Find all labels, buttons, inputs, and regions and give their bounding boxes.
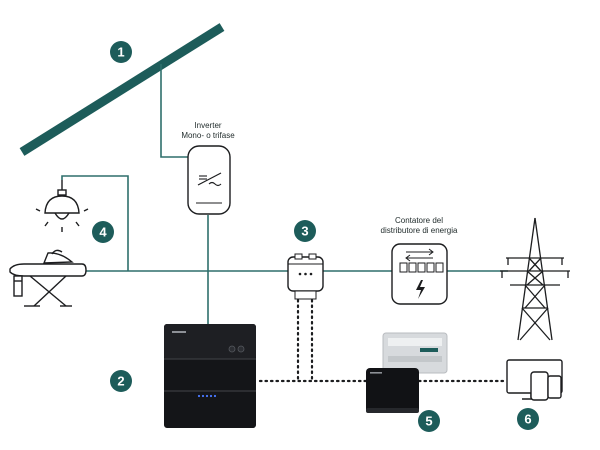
badge-4: 4 [92,221,114,243]
inverter-icon [187,145,231,215]
ceiling-lamp-icon [35,180,89,232]
meter-label-line1: Contatore del [395,216,443,225]
gateway-icon [366,368,419,413]
badge-4-number: 4 [99,225,107,240]
badge-1-number: 1 [117,45,124,60]
badge-2: 2 [110,370,132,392]
solar-panel-icon [19,23,225,156]
grid-meter-icon [391,243,448,305]
badge-2-number: 2 [117,374,124,389]
power-pylon-icon [500,217,570,341]
battery-storage-icon [164,324,256,428]
ironing-board-icon [9,249,87,307]
monitor-devices-icon [506,359,563,401]
badge-6: 6 [517,408,539,430]
meter-label-line2: distributore di energia [381,226,458,235]
badge-1: 1 [110,41,132,63]
din-module-icon [382,332,448,374]
inverter-label-line1: Inverter [194,121,221,130]
energy-sensor-icon [287,253,324,300]
badge-3-number: 3 [301,224,308,239]
badge-5: 5 [418,410,440,432]
badge-3: 3 [294,220,316,242]
badge-6-number: 6 [524,412,531,427]
data-links [258,298,507,383]
inverter-label-line2: Mono- o trifase [181,131,235,140]
badge-5-number: 5 [425,414,432,429]
wiring [61,64,508,326]
